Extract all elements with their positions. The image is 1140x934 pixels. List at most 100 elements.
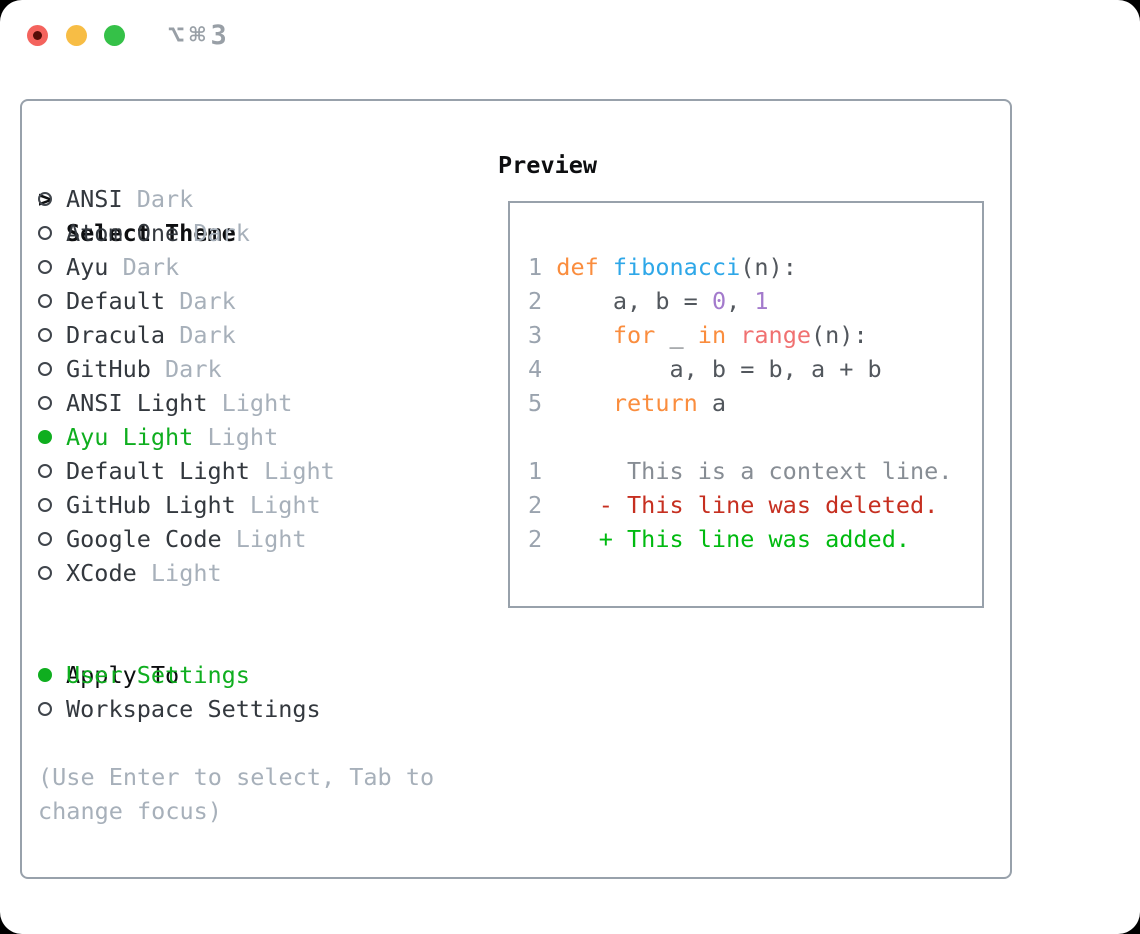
theme-variant-tag: Light	[235, 491, 321, 519]
line-number: 1	[528, 253, 543, 281]
theme-name: ANSI Light	[66, 389, 208, 417]
radio-unselected-icon	[38, 396, 52, 410]
theme-variant-tag: Light	[249, 457, 335, 485]
radio-unselected-icon	[38, 226, 52, 240]
theme-option-text: GitHub Dark	[66, 352, 222, 386]
code-token-fg: a, b =	[556, 287, 712, 315]
apply-option-workspace-settings[interactable]: Workspace Settings	[22, 692, 1010, 726]
theme-option-ansi-light-light[interactable]: ANSI Light Light	[22, 386, 1010, 420]
close-dot-icon	[33, 31, 42, 40]
theme-option-text: Ayu Light Light	[66, 420, 278, 454]
code-token-fg: a	[697, 389, 727, 417]
window-shortcut-label: ⌥⌘3	[168, 20, 232, 51]
theme-variant-tag: Dark	[122, 185, 194, 213]
theme-name: Google Code	[66, 525, 222, 553]
code-token-fg: (n):	[811, 321, 868, 349]
radio-unselected-icon	[38, 498, 52, 512]
close-button[interactable]	[27, 25, 48, 46]
help-text-line-1: (Use Enter to select, Tab to	[38, 763, 435, 791]
preview-title: Preview	[498, 151, 598, 179]
theme-option-text: Google Code Light	[66, 522, 307, 556]
theme-name: Default Light	[66, 457, 250, 485]
theme-name: Atom One	[66, 219, 180, 247]
radio-unselected-icon	[38, 192, 52, 206]
code-line: 1 This is a context line.	[528, 454, 952, 488]
line-number: 2	[528, 491, 543, 519]
theme-option-default-dark[interactable]: Default Dark	[22, 284, 1010, 318]
theme-option-atom-one-dark[interactable]: Atom One Dark	[22, 216, 1010, 250]
code-token-fg	[599, 253, 613, 281]
code-line: 4 a, b = b, a + b	[528, 352, 952, 386]
minimize-button[interactable]	[66, 25, 87, 46]
theme-variant-tag: Light	[136, 559, 222, 587]
radio-unselected-icon	[38, 294, 52, 308]
theme-variant-tag: Dark	[179, 219, 250, 247]
apply-to-title: Apply To	[66, 661, 180, 689]
theme-option-ayu-dark[interactable]: Ayu Dark	[22, 250, 1010, 284]
radio-selected-icon	[38, 668, 52, 682]
code-token-fg: (n):	[740, 253, 797, 281]
theme-option-google-code-light[interactable]: Google Code Light	[22, 522, 1010, 556]
maximize-button[interactable]	[104, 25, 125, 46]
theme-option-text: ANSI Dark	[66, 182, 193, 216]
code-token-deleted: - This line was deleted.	[556, 491, 939, 519]
radio-selected-icon	[38, 430, 52, 444]
code-token-function: fibonacci	[612, 253, 741, 281]
code-token-added: + This line was added.	[556, 525, 911, 553]
code-line: 2 - This line was deleted.	[528, 488, 952, 522]
theme-option-dracula-dark[interactable]: Dracula Dark	[22, 318, 1010, 352]
code-token-constant: 0	[711, 287, 727, 315]
line-number: 5	[528, 389, 543, 417]
line-number: 2	[528, 287, 543, 315]
theme-option-text: Dracula Dark	[66, 318, 236, 352]
theme-option-ayu-light-light[interactable]: Ayu Light Light	[22, 420, 1010, 454]
apply-name: User Settings	[66, 661, 250, 689]
theme-option-ansi-dark[interactable]: ANSI Dark	[22, 182, 1010, 216]
theme-option-github-dark[interactable]: GitHub Dark	[22, 352, 1010, 386]
code-token-keyword: for	[612, 321, 656, 349]
code-token-fg: ,	[726, 287, 755, 315]
theme-option-github-light-light[interactable]: GitHub Light Light	[22, 488, 1010, 522]
theme-variant-tag: Dark	[165, 287, 236, 315]
code-token-keyword: in	[697, 321, 727, 349]
theme-option-text: ANSI Light Light	[66, 386, 292, 420]
radio-unselected-icon	[38, 260, 52, 274]
line-number: 1	[528, 457, 543, 485]
theme-option-xcode-light[interactable]: XCode Light	[22, 556, 1010, 590]
theme-name: ANSI	[66, 185, 123, 213]
theme-option-text: XCode Light	[66, 556, 222, 590]
theme-name: XCode	[66, 559, 137, 587]
theme-option-text: Ayu Dark	[66, 250, 179, 284]
radio-unselected-icon	[38, 328, 52, 342]
line-number: 3	[528, 321, 543, 349]
theme-name: Dracula	[66, 321, 166, 349]
code-line	[528, 420, 952, 454]
theme-option-text: Atom One Dark	[66, 216, 250, 250]
theme-variant-tag: Light	[193, 423, 279, 451]
theme-variant-tag: Light	[207, 389, 293, 417]
theme-name: Default	[66, 287, 166, 315]
code-token-special: range	[740, 321, 811, 349]
apply-option-text: User Settings	[66, 658, 250, 692]
radio-unselected-icon	[38, 532, 52, 546]
theme-name: Ayu	[66, 253, 109, 281]
select-theme-title: Select Theme	[66, 219, 236, 247]
line-number: 2	[528, 525, 543, 553]
code-token-fg: a, b = b, a + b	[556, 355, 882, 383]
apply-name: Workspace Settings	[66, 695, 321, 723]
theme-option-default-light-light[interactable]: Default Light Light	[22, 454, 1010, 488]
theme-option-text: Default Dark	[66, 284, 236, 318]
apply-option-user-settings[interactable]: User Settings	[22, 658, 1010, 692]
code-token-fg: _	[655, 321, 698, 349]
theme-name: GitHub	[66, 355, 151, 383]
code-token-constant: 1	[754, 287, 769, 315]
theme-option-text: GitHub Light Light	[66, 488, 321, 522]
radio-unselected-icon	[38, 362, 52, 376]
radio-unselected-icon	[38, 702, 52, 716]
code-line: 3 for _ in range(n):	[528, 318, 952, 352]
